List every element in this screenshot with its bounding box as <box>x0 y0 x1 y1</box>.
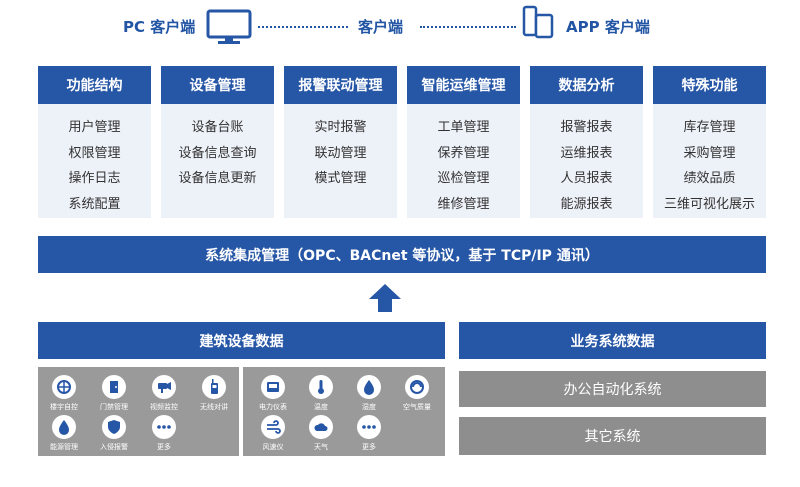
monitor-icon <box>206 9 252 49</box>
device-label: 天气 <box>314 443 328 451</box>
device-label: 视频监控 <box>150 403 178 411</box>
device-walkie-talkie: 无线对讲 <box>188 375 240 412</box>
module-item: 三维可视化展示 <box>663 196 755 212</box>
module-item: 设备信息查询 <box>178 145 257 161</box>
device-label: 楼宇自控 <box>50 403 78 411</box>
camera-icon <box>152 375 176 399</box>
door-access-icon <box>102 375 126 399</box>
device-label: 电力仪表 <box>259 403 287 411</box>
mobile-devices-icon <box>522 5 554 43</box>
weather-icon <box>309 415 333 439</box>
device-more: 更多 <box>138 415 190 452</box>
module-title: 智能运维管理 <box>407 66 520 104</box>
device-label: 空气质量 <box>403 403 431 411</box>
humidity-icon <box>357 375 381 399</box>
mid-client-label: 客户端 <box>358 18 404 36</box>
module-items: 工单管理 保养管理 巡检管理 维修管理 <box>407 104 520 218</box>
module-item: 巡检管理 <box>437 171 490 186</box>
device-more: 更多 <box>343 415 395 452</box>
app-client-label: APP 客户端 <box>566 18 650 36</box>
module-items: 报警报表 运维报表 人员报表 能源报表 <box>530 104 643 218</box>
module-item: 人员报表 <box>560 171 613 186</box>
module-title: 特殊功能 <box>653 66 766 104</box>
module-item: 保养管理 <box>437 145 490 161</box>
device-humidity: 湿度 <box>343 375 395 412</box>
module-item: 实时报警 <box>314 120 367 135</box>
module-item: 工单管理 <box>437 120 490 135</box>
module-item: 系统配置 <box>68 196 121 212</box>
module-item: 绩效品质 <box>683 171 736 186</box>
module-item: 用户管理 <box>68 120 121 135</box>
module-item: 联动管理 <box>314 145 367 161</box>
module-title: 功能结构 <box>38 66 151 104</box>
device-label: 更多 <box>157 443 171 451</box>
walkie-talkie-icon <box>202 375 226 399</box>
business-system-other: 其它系统 <box>459 417 766 455</box>
module-title: 数据分析 <box>530 66 643 104</box>
wind-icon <box>261 415 285 439</box>
up-arrow-icon <box>368 283 402 317</box>
module-items: 库存管理 采购管理 绩效品质 三维可视化展示 <box>653 104 766 218</box>
module-item: 设备信息更新 <box>178 171 257 186</box>
shield-icon <box>102 415 126 439</box>
building-data-title: 建筑设备数据 <box>38 322 445 359</box>
device-door-access: 门禁管理 <box>88 375 140 412</box>
device-anemometer: 风速仪 <box>247 415 299 452</box>
business-system-oa: 办公自动化系统 <box>459 371 766 407</box>
device-label: 更多 <box>362 443 376 451</box>
module-item: 模式管理 <box>314 171 367 186</box>
business-data-title: 业务系统数据 <box>459 322 766 359</box>
module-items: 设备台账 设备信息查询 设备信息更新 <box>161 104 274 218</box>
device-building-automation: 楼宇自控 <box>38 375 90 412</box>
meter-icon <box>261 375 285 399</box>
building-device-panel-right: 电力仪表 温度 湿度 空气质量 风速仪 天气 更多 <box>243 367 445 456</box>
device-power-meter: 电力仪表 <box>247 375 299 412</box>
module-item: 运维报表 <box>560 145 613 161</box>
device-camera: 视频监控 <box>138 375 190 412</box>
device-energy: 能源管理 <box>38 415 90 452</box>
more-icon <box>152 415 176 439</box>
device-label: 温度 <box>314 403 328 411</box>
module-title: 报警联动管理 <box>284 66 397 104</box>
module-items: 用户管理 权限管理 操作日志 系统配置 <box>38 104 151 218</box>
building-device-panel-left: 楼宇自控 门禁管理 视频监控 无线对讲 能源管理 入侵报警 更多 <box>38 367 239 456</box>
module-item: 采购管理 <box>683 145 736 161</box>
connector-dots-left <box>258 26 348 28</box>
module-item: 设备台账 <box>191 120 244 135</box>
module-title: 设备管理 <box>161 66 274 104</box>
thermometer-icon <box>309 375 333 399</box>
pc-client-label: PC 客户端 <box>123 18 196 36</box>
module-item: 库存管理 <box>683 120 736 135</box>
device-label: 湿度 <box>362 403 376 411</box>
air-quality-icon <box>405 375 429 399</box>
building-automation-icon <box>52 375 76 399</box>
device-label: 入侵报警 <box>100 443 128 451</box>
more-icon <box>357 415 381 439</box>
module-item: 操作日志 <box>68 171 121 186</box>
module-item: 维修管理 <box>437 196 490 212</box>
device-intrusion-alarm: 入侵报警 <box>88 415 140 452</box>
module-items: 实时报警 联动管理 模式管理 <box>284 104 397 218</box>
module-item: 能源报表 <box>560 196 613 212</box>
energy-icon <box>52 415 76 439</box>
device-label: 无线对讲 <box>200 403 228 411</box>
device-label: 门禁管理 <box>100 403 128 411</box>
device-air-quality: 空气质量 <box>391 375 443 412</box>
device-label: 风速仪 <box>262 443 284 451</box>
device-label: 能源管理 <box>50 443 78 451</box>
module-item: 权限管理 <box>68 145 121 161</box>
module-item: 报警报表 <box>560 120 613 135</box>
connector-dots-right <box>420 26 516 28</box>
device-weather: 天气 <box>295 415 347 452</box>
device-temperature: 温度 <box>295 375 347 412</box>
integration-bar: 系统集成管理（OPC、BACnet 等协议，基于 TCP/IP 通讯） <box>38 236 766 273</box>
